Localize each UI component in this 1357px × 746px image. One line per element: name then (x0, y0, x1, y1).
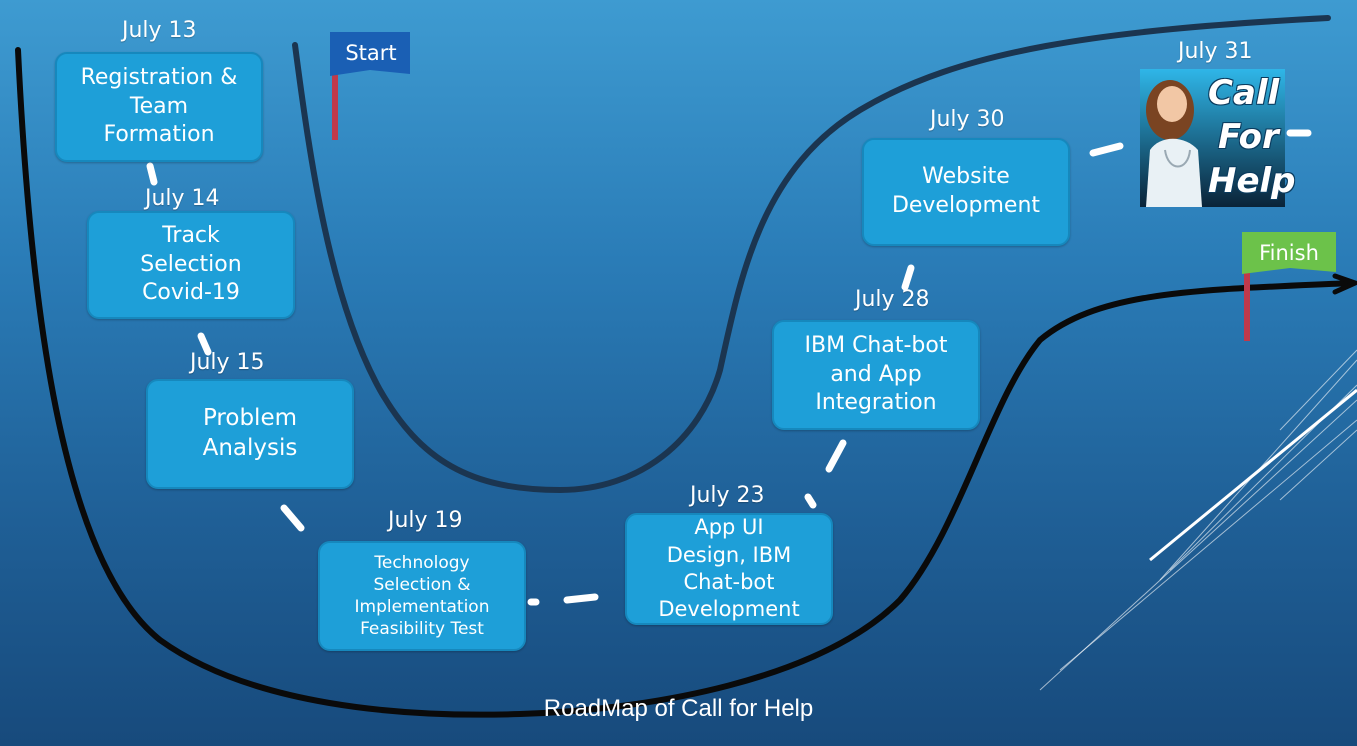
milestone-date: July 14 (145, 186, 220, 211)
milestone-title: App UI Design, IBM Chat-bot Development (658, 515, 800, 622)
milestone-title: Problem Analysis (202, 405, 298, 461)
logo-help-text: Help (1208, 161, 1296, 201)
milestone-date: July 30 (930, 107, 1005, 132)
road-inner-edge (292, 15, 1331, 494)
decorative-line-bold (1149, 388, 1357, 562)
milestone-title: Technology Selection & Implementation Fe… (354, 552, 490, 640)
milestone-title: Website Development (891, 164, 1041, 218)
start-flag-cloth (330, 32, 410, 76)
finish-flag-cloth (1242, 232, 1336, 274)
logo-call-text: Call (1208, 73, 1280, 113)
logo-for-text: For (1218, 117, 1279, 157)
milestone-box: App UI Design, IBM Chat-bot Development (625, 513, 833, 625)
milestone-date: July 31 (1178, 39, 1253, 64)
milestone-title: IBM Chat-bot and App Integration (804, 333, 948, 416)
milestone-date: July 15 (190, 350, 265, 375)
milestone-date: July 23 (690, 483, 765, 508)
diagram-caption: RoadMap of Call for Help (543, 695, 814, 722)
milestone-box: Track Selection Covid-19 (87, 211, 295, 319)
milestone-title: Registration & Team Formation (80, 65, 238, 148)
milestone-title: Track Selection Covid-19 (140, 223, 242, 306)
road-end-arrow (1332, 273, 1357, 295)
milestone-box: Problem Analysis (146, 379, 354, 489)
finish-flag-label: Finish (1259, 241, 1319, 265)
road-dashes (146, 129, 1312, 606)
finish-flag-pole (1244, 273, 1250, 341)
call-for-help-logo-art (1140, 69, 1285, 207)
start-flag-label: Start (345, 41, 397, 65)
milestone-box: IBM Chat-bot and App Integration (772, 320, 980, 430)
milestone-date: July 28 (855, 287, 930, 312)
start-flag-pole (332, 74, 338, 140)
road-outer-edge (15, 47, 1355, 718)
milestone-box: Registration & Team Formation (55, 52, 263, 162)
milestone-date: July 19 (388, 508, 463, 533)
milestone-date: July 13 (122, 18, 197, 43)
milestone-box: Technology Selection & Implementation Fe… (318, 541, 526, 651)
milestone-box: Website Development (862, 138, 1070, 246)
